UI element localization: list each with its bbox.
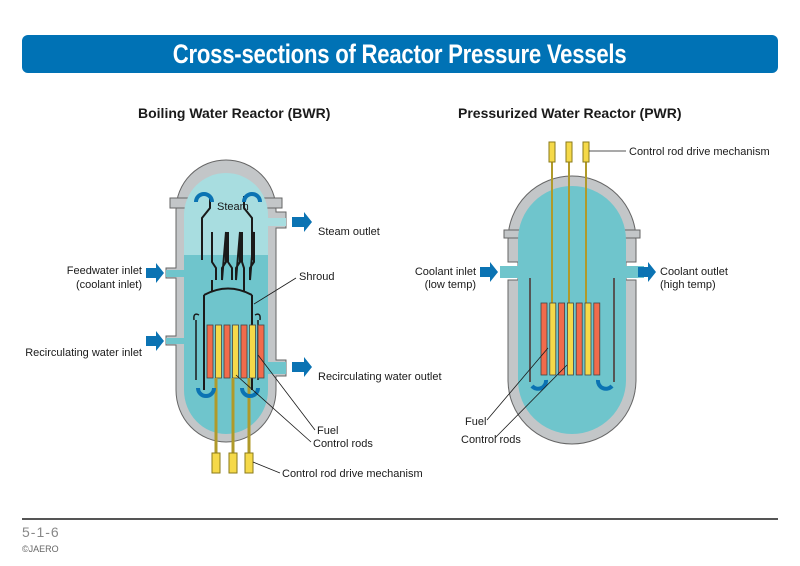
title-bar: Cross-sections of Reactor Pressure Vesse…: [22, 35, 778, 73]
bwr-flow-arrow-left: [196, 387, 216, 398]
steam-outlet-arrow-icon: [292, 212, 312, 232]
bwr-fuel-assembly: [223, 324, 231, 379]
bwr-steam-arrow-right: [242, 192, 262, 203]
bwr-drive-mechanisms: [211, 452, 254, 474]
pwr-label-fuel: Fuel: [465, 416, 486, 428]
recirc-inlet-arrow-icon: [146, 331, 164, 351]
pwr-control-rod: [584, 302, 592, 376]
pwr-inlet-nozzle: [500, 266, 522, 278]
bwr-flow-arrow-right: [240, 387, 260, 398]
footer-divider: [22, 518, 778, 520]
bwr-fuel-assembly: [206, 324, 214, 379]
bwr-label-shroud: Shroud: [299, 271, 334, 283]
pwr-crdm-2: [565, 141, 573, 163]
pwr-label-coolant-inlet-2: (low temp): [425, 279, 476, 291]
bwr-crdm-2: [228, 452, 238, 474]
bwr-label-recirc-outlet: Recirculating water outlet: [318, 371, 442, 383]
coolant-inlet-arrow-icon: [480, 262, 498, 282]
pwr-label-crdm: Control rod drive mechanism: [629, 146, 770, 158]
pwr-fuel-assembly: [558, 302, 565, 376]
bwr-label-crdm: Control rod drive mechanism: [282, 468, 423, 480]
recirc-outlet-arrow-icon: [292, 357, 312, 377]
bwr-control-rod: [249, 324, 256, 379]
bwr-recirc-inlet-nozzle: [166, 338, 184, 344]
pwr-control-rod: [567, 302, 574, 376]
pwr-rod-shafts: [551, 162, 587, 305]
pwr-core: [540, 302, 601, 376]
bwr-arrows: [146, 212, 312, 377]
pwr-drive-mechanisms: [548, 141, 590, 163]
pwr-label-coolant-outlet-2: (high temp): [660, 279, 716, 291]
coolant-outlet-arrow-icon: [638, 262, 656, 282]
bwr-feedwater-nozzle: [166, 270, 184, 277]
bwr-flow-arrows: [194, 192, 262, 398]
pwr-flow-arrows: [530, 379, 614, 391]
pwr-crdm-1: [548, 141, 556, 163]
bwr-label-fuel: Fuel: [317, 425, 338, 437]
bwr-recirc-outlet-nozzle: [268, 362, 286, 374]
bwr-label-feedwater-2: (coolant inlet): [76, 279, 142, 291]
bwr-steam-nozzle: [268, 218, 286, 226]
feedwater-inlet-arrow-icon: [146, 263, 164, 283]
bwr-steam-arrow-left: [194, 192, 214, 203]
bwr-label-recirc-inlet: Recirculating water inlet: [25, 347, 142, 359]
bwr-crdm-1: [211, 452, 221, 474]
bwr-label-control-rods: Control rods: [313, 438, 373, 450]
pwr-crdm-3: [582, 141, 590, 163]
bwr-fuel-assembly: [257, 324, 265, 379]
pwr-label-control-rods: Control rods: [461, 434, 521, 446]
pwr-core-barrel: [529, 278, 615, 382]
pwr-control-rod: [549, 302, 557, 376]
pwr-heading: Pressurized Water Reactor (PWR): [458, 105, 682, 121]
bwr-core: [206, 324, 265, 379]
pwr-fuel-assembly: [540, 302, 548, 376]
pwr-fuel-assembly: [593, 302, 601, 376]
bwr-label-steam-outlet: Steam outlet: [318, 226, 380, 238]
pwr-flow-arrow-right: [596, 379, 614, 391]
bwr-diagram: Steam Steam outlet Feedwater inlet (cool…: [25, 159, 442, 480]
pwr-flow-arrow-left: [530, 379, 548, 391]
pwr-label-coolant-outlet-1: Coolant outlet: [660, 266, 728, 278]
bwr-label-steam: Steam: [217, 201, 249, 213]
page-title: Cross-sections of Reactor Pressure Vesse…: [173, 38, 627, 69]
pwr-label-coolant-inlet-1: Coolant inlet: [415, 266, 476, 278]
bwr-leader-lines: [235, 277, 316, 474]
copyright: ©JAERO: [22, 544, 59, 554]
bwr-rod-shafts: [214, 378, 251, 455]
pwr-arrows: [480, 262, 656, 282]
pwr-fuel-assembly: [575, 302, 583, 376]
bwr-fuel-assembly: [240, 324, 248, 379]
bwr-separators: [201, 196, 255, 281]
page-number: 5-1-6: [22, 524, 60, 540]
bwr-label-feedwater-1: Feedwater inlet: [67, 265, 142, 277]
bwr-heading: Boiling Water Reactor (BWR): [138, 105, 331, 121]
bwr-crdm-3: [244, 452, 254, 474]
bwr-control-rod: [232, 324, 239, 379]
pwr-leader-lines: [486, 150, 626, 439]
pwr-diagram: Control rod drive mechanism Coolant inle…: [415, 141, 770, 446]
bwr-control-rod: [215, 324, 222, 379]
